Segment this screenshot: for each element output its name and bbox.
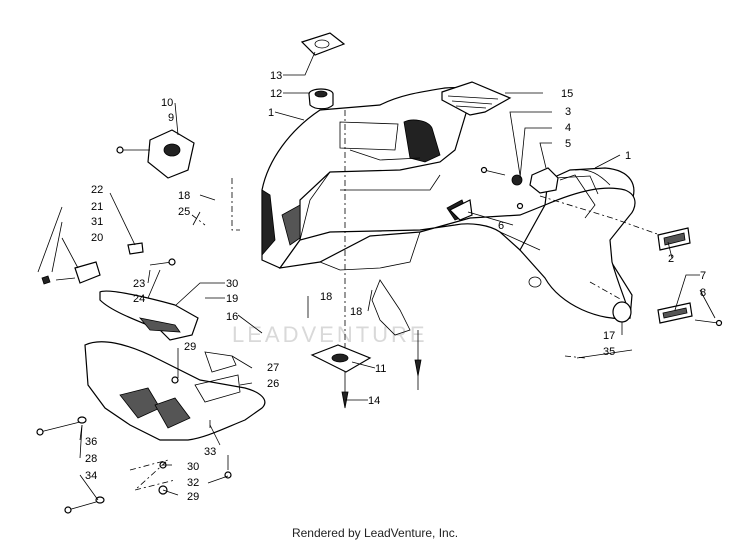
belly-pan-body [261,87,636,336]
watermark-text: LEADVENTURE [232,322,428,347]
rubber-boot [308,88,334,110]
callout-19: 19 [226,293,238,305]
callout-28: 28 [85,453,97,465]
callout-6: 6 [498,220,504,232]
callout-18c: 18 [350,306,362,318]
vent-grille [441,81,512,116]
callout-31: 31 [91,216,103,228]
callout-26: 26 [267,378,279,390]
callout-labels: 13 12 1 10 9 15 3 4 5 1 6 2 7 8 17 35 11… [85,70,706,503]
callout-36: 36 [85,436,97,448]
callout-10: 10 [161,97,173,109]
callout-7: 7 [700,270,706,282]
bolts-36-34 [36,416,105,514]
callout-15: 15 [561,88,573,100]
callout-4: 4 [565,122,571,134]
callout-22: 22 [91,184,103,196]
callout-1b: 1 [625,150,631,162]
center-lines [129,110,661,491]
switch-assembly [480,166,559,194]
callout-18b: 18 [320,291,332,303]
callout-35: 35 [603,346,615,358]
callout-8: 8 [700,287,706,299]
decal [657,227,691,251]
rendered-by-footer: Rendered by LeadVenture, Inc. [291,526,459,540]
callout-33: 33 [204,446,216,458]
callout-23: 23 [133,278,145,290]
callout-14: 14 [368,395,380,407]
mount-bracket [116,129,195,179]
reflector [657,302,723,327]
callout-3: 3 [565,106,571,118]
callout-21: 21 [91,201,103,213]
callout-27: 27 [267,362,279,374]
callout-30b: 30 [187,461,199,473]
callout-34: 34 [85,470,97,482]
clip-22 [127,242,144,255]
callout-30a: 30 [226,278,238,290]
gasket-plate [300,32,346,56]
callout-16: 16 [226,311,238,323]
callout-13: 13 [270,70,282,82]
callout-29a: 29 [184,341,196,353]
callout-32: 32 [187,477,199,489]
callout-24: 24 [133,293,145,305]
callout-9: 9 [168,112,174,124]
mount-plate [310,344,372,373]
callout-1: 1 [268,107,274,119]
callout-11: 11 [375,363,386,375]
lens [612,301,632,323]
callout-20: 20 [91,232,103,244]
callout-18a: 18 [178,190,190,202]
bolt-23-24 [149,258,176,266]
callout-25: 25 [178,206,190,218]
bumper [99,290,199,341]
callout-17: 17 [603,330,615,342]
callout-2: 2 [668,253,674,265]
callout-12: 12 [270,88,282,100]
leader-lines [37,51,716,501]
skid-plate [84,341,266,441]
callout-29b: 29 [187,491,199,503]
bracket-20 [41,261,101,285]
callout-5: 5 [565,138,571,150]
small-bracket [448,199,524,221]
